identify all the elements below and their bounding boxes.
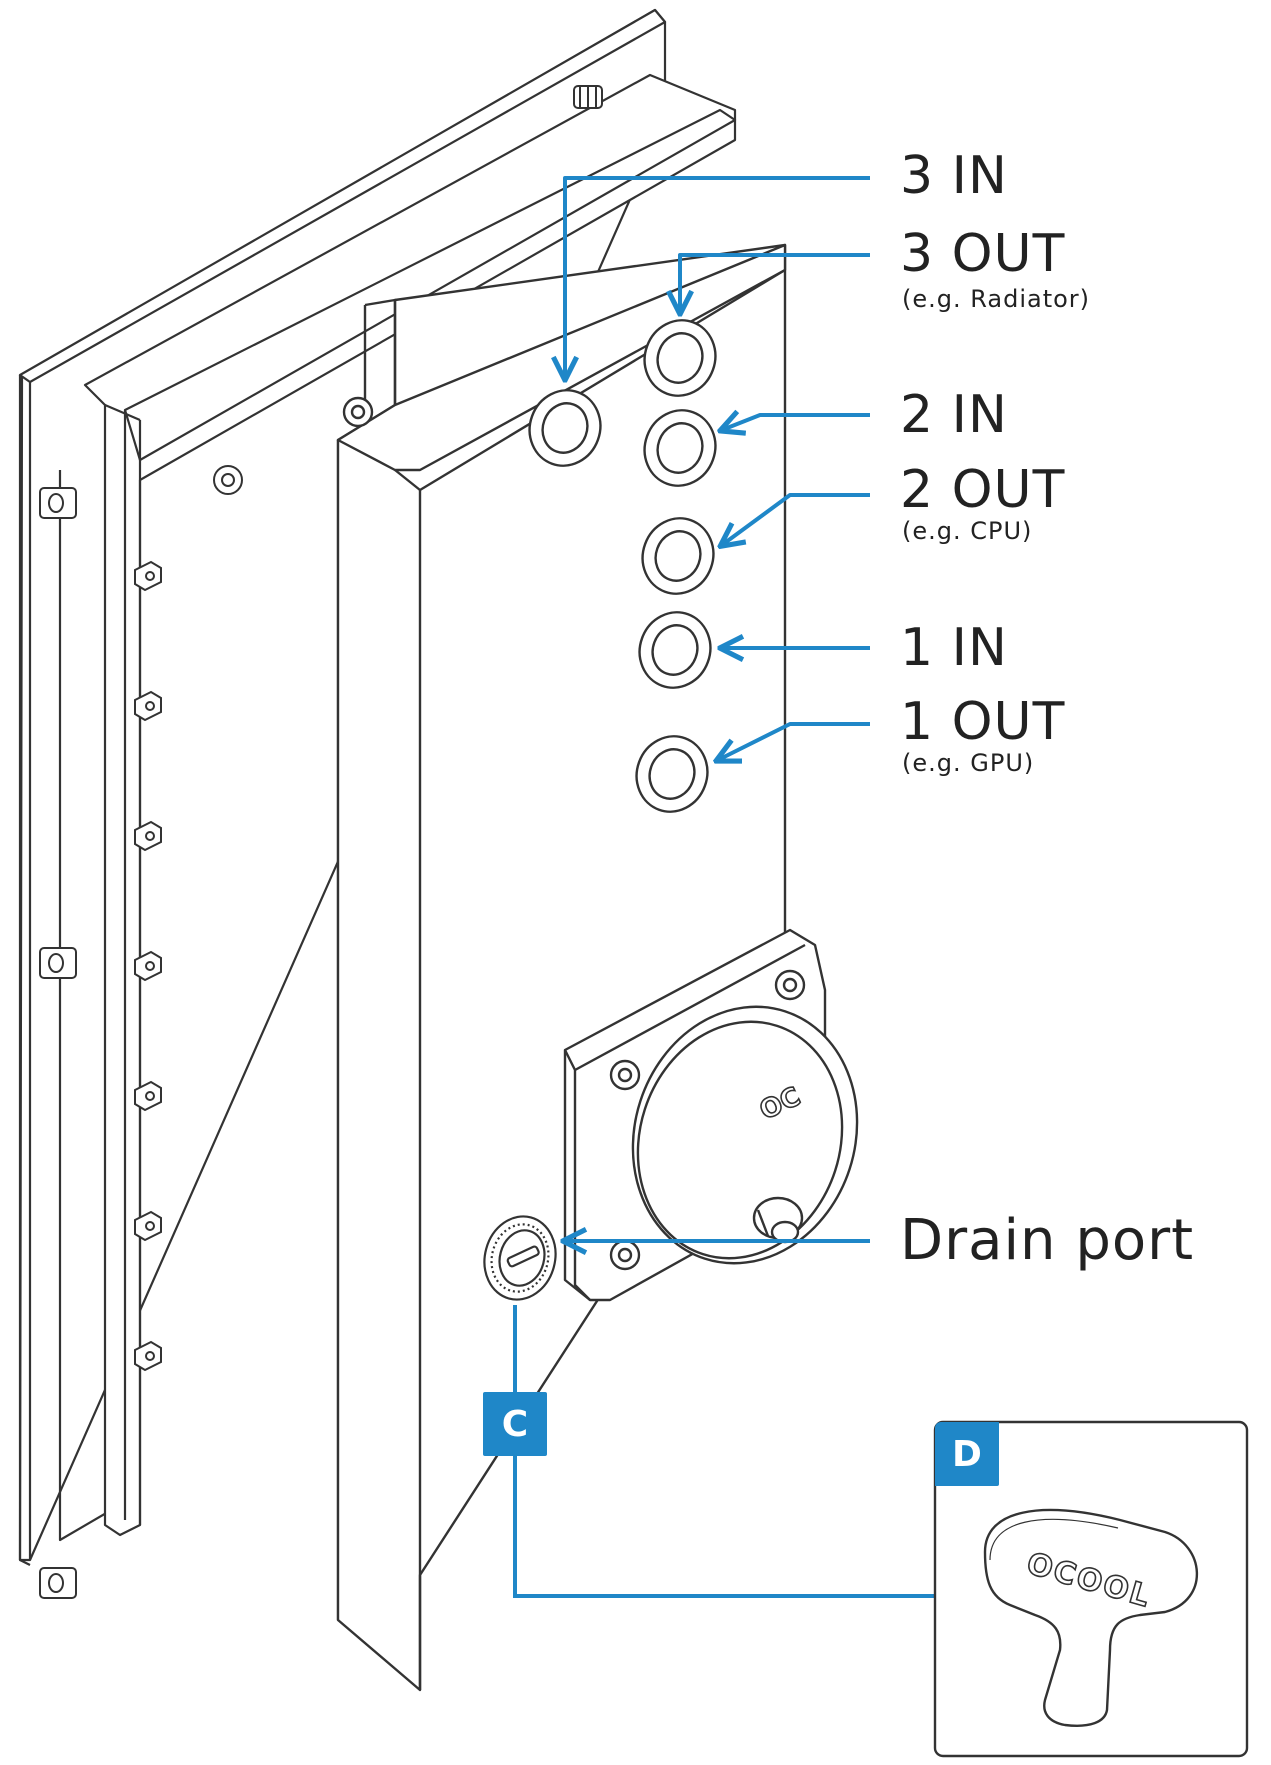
port-2-out-fitting <box>641 517 715 595</box>
port-1-in-fitting <box>638 611 712 689</box>
label-2-out-example: (e.g. CPU) <box>902 517 1033 545</box>
label-3-out-text: 3 OUT <box>900 224 1066 284</box>
label-1-in: 1 IN <box>900 620 1008 676</box>
label-2-in-text: 2 IN <box>900 385 1008 445</box>
port-3-in-fitting <box>528 389 602 467</box>
mounting-tabs <box>39 465 243 1599</box>
label-2-out-text: 2 OUT <box>900 460 1066 520</box>
c-d-connector <box>513 1305 935 1598</box>
label-2-in: 2 IN <box>900 387 1008 443</box>
arrow-3-in <box>565 176 870 378</box>
arrow-2-in <box>722 415 870 430</box>
label-1-out-text: 1 OUT <box>900 692 1066 752</box>
arrow-3-out <box>680 253 870 312</box>
label-1-in-text: 1 IN <box>900 618 1008 678</box>
port-3-out-fitting <box>643 319 717 397</box>
port-fittings <box>528 319 717 813</box>
label-3-in: 3 IN <box>900 148 1008 204</box>
callout-arrows <box>565 176 870 1241</box>
label-3-out: 3 OUT (e.g. Radiator) <box>900 226 1090 312</box>
label-1-out: 1 OUT (e.g. GPU) <box>900 694 1065 776</box>
label-drain-port-text: Drain port <box>900 1208 1195 1273</box>
arrow-1-out <box>718 722 870 760</box>
label-2-out: 2 OUT (e.g. CPU) <box>900 462 1065 544</box>
arrow-2-out <box>722 493 870 545</box>
label-3-in-text: 3 IN <box>900 146 1008 206</box>
detail-box-d: OCOOL <box>933 1420 1249 1758</box>
badge-c: C <box>483 1392 547 1456</box>
port-2-in-fitting <box>643 409 717 487</box>
badge-d: D <box>935 1422 999 1486</box>
pump-housing <box>563 928 859 1302</box>
port-1-out-fitting <box>635 735 709 813</box>
label-1-out-example: (e.g. GPU) <box>902 749 1035 777</box>
drain-port-plug <box>483 1215 557 1301</box>
label-3-out-example: (e.g. Radiator) <box>902 285 1091 313</box>
drain-tool <box>983 1508 1199 1727</box>
thumbscrew <box>573 85 603 109</box>
label-drain-port: Drain port <box>900 1210 1194 1272</box>
